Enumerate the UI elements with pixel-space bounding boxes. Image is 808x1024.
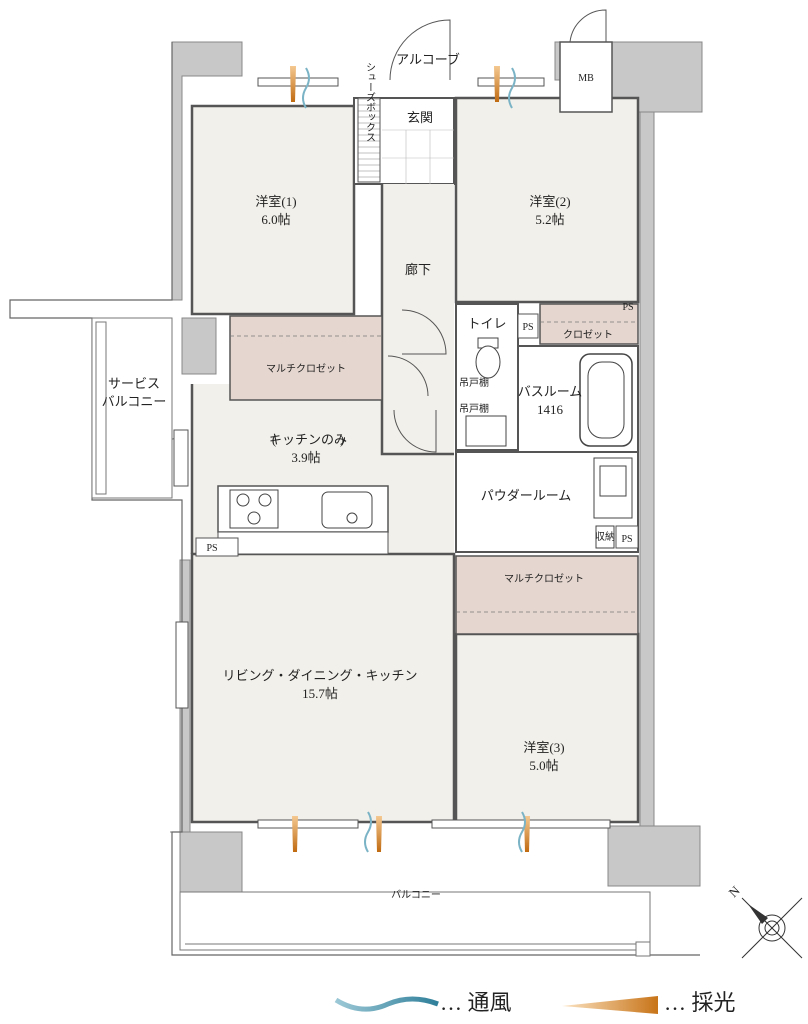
western-room-1-name: 洋室(1) — [255, 194, 296, 209]
bathroom-name: バスルーム — [518, 384, 583, 399]
hanging-shelf-1-label: 吊戸棚 — [459, 376, 489, 389]
alcove-label: アルコーブ — [396, 52, 460, 67]
hallway-label: 廊下 — [405, 262, 431, 277]
sink-icon — [321, 491, 373, 529]
mb-label: MB — [578, 73, 594, 84]
ps-label-kitchen: PS — [206, 543, 217, 554]
compass-north-label: N — [726, 882, 744, 900]
balconies — [91, 317, 651, 957]
kitchen-only-size: 3.9帖 — [291, 450, 320, 465]
ps-label-toilet: PS — [522, 322, 533, 333]
fixtures — [195, 41, 639, 557]
powder-room-label: パウダールーム — [481, 488, 572, 503]
ldk-size: 15.7帖 — [302, 686, 338, 701]
closet-label: クロゼット — [563, 329, 613, 341]
western-room-1-size: 6.0帖 — [261, 212, 290, 227]
storage-label: 収納 — [595, 530, 615, 543]
kitchen-paren-left: ( — [272, 432, 276, 447]
hanging-shelf-2-label: 吊戸棚 — [459, 402, 489, 415]
balcony-label: バルコニー — [391, 889, 441, 901]
service-balcony-label-line1: サービス — [108, 376, 160, 391]
bathtub-icon — [579, 353, 633, 447]
bathroom-size: 1416 — [537, 402, 564, 417]
western-room-3-name: 洋室(3) — [523, 740, 564, 755]
closets — [229, 97, 639, 635]
toilet-icon — [475, 337, 501, 379]
toilet-label: トイレ — [467, 316, 506, 331]
multi-closet-1-label: マルチクロゼット — [266, 363, 346, 375]
daylight-legend-label: … 採光 — [664, 990, 736, 1015]
legend: … 通風 … 採光 — [334, 990, 736, 1015]
compass-rose — [741, 897, 803, 959]
walls — [9, 41, 703, 956]
western-room-3-size: 5.0帖 — [529, 758, 558, 773]
western-room-2-name: 洋室(2) — [529, 194, 570, 209]
washbasin-icon — [593, 457, 633, 519]
ldk-name: リビング・ダイニング・キッチン — [222, 668, 417, 683]
ventilation-legend-swatch — [334, 996, 439, 1012]
room-labels: アルコーブ 玄関 シューズボックス MB 洋室(1) 6.0帖 洋室(2) 5.… — [102, 52, 634, 901]
ps-label-powder: PS — [621, 534, 632, 545]
western-room-2-size: 5.2帖 — [535, 212, 564, 227]
stove-icon — [229, 489, 279, 529]
shoe-box-label: シューズボックス — [364, 62, 376, 142]
entrance-label: 玄関 — [407, 110, 433, 125]
kitchen-paren-right: ) — [340, 432, 344, 447]
windows — [173, 77, 611, 829]
ps-label-closet: PS — [622, 302, 633, 313]
multi-closet-2-label: マルチクロゼット — [504, 573, 584, 585]
service-balcony-label-line2: バルコニー — [102, 394, 167, 409]
ventilation-marker — [302, 67, 526, 853]
kitchen-only-name: キッチンのみ — [269, 432, 347, 447]
daylight-legend-swatch — [562, 996, 658, 1014]
airflow-markers — [290, 66, 530, 853]
ventilation-legend-label: … 通風 — [440, 990, 512, 1015]
